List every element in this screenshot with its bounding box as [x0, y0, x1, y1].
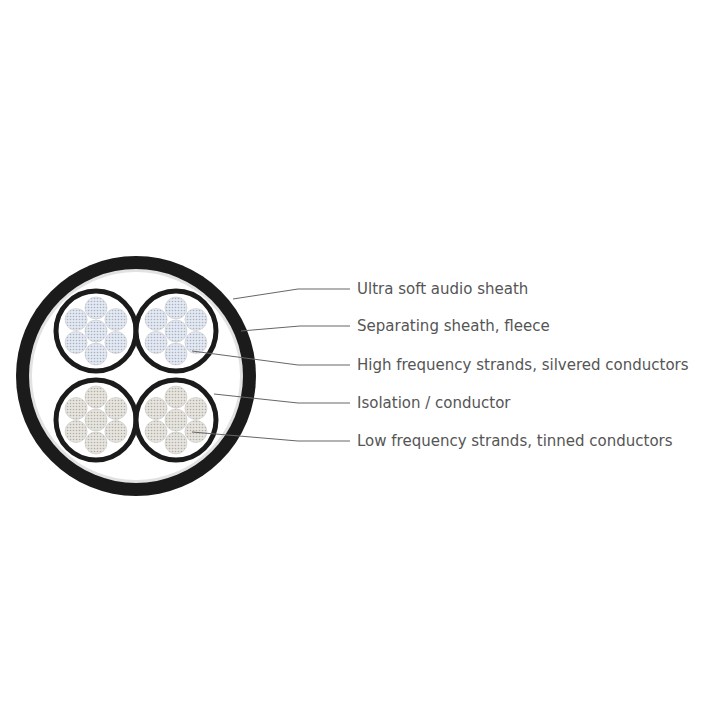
conductor [56, 291, 136, 371]
strand [65, 309, 87, 331]
strand [145, 332, 167, 354]
strand [145, 398, 167, 420]
strand [165, 409, 187, 431]
strand [165, 432, 187, 454]
part-label: Low frequency strands, tinned conductors [357, 432, 673, 450]
strand [85, 409, 107, 431]
part-label: Separating sheath, fleece [357, 317, 550, 335]
isolation [56, 291, 136, 371]
strand [65, 398, 87, 420]
strand [105, 309, 127, 331]
part-label: High frequency strands, silvered conduct… [357, 356, 689, 374]
strand [165, 343, 187, 365]
leader-line [192, 432, 350, 441]
strand [65, 332, 87, 354]
strand [105, 421, 127, 443]
inner-core [32, 272, 240, 480]
strand [105, 398, 127, 420]
part-label: Isolation / conductor [357, 394, 511, 412]
strand [85, 320, 107, 342]
strand [165, 320, 187, 342]
strand [185, 398, 207, 420]
strand [185, 421, 207, 443]
strand [165, 386, 187, 408]
leader-line [241, 326, 350, 331]
conductor [136, 291, 216, 371]
conductors [56, 291, 216, 460]
isolation [136, 380, 216, 460]
leader-line [192, 351, 350, 365]
strand [185, 332, 207, 354]
strand [85, 343, 107, 365]
strand [105, 332, 127, 354]
isolation [136, 291, 216, 371]
strand [165, 297, 187, 319]
leader-line [214, 394, 350, 403]
leader-lines [192, 289, 350, 441]
strand [145, 421, 167, 443]
strand [65, 421, 87, 443]
conductor [56, 380, 136, 460]
leader-line [233, 289, 350, 299]
strand [145, 309, 167, 331]
strand [85, 386, 107, 408]
outer-sheath [16, 256, 256, 496]
isolation [56, 380, 136, 460]
strand [185, 309, 207, 331]
strand [85, 297, 107, 319]
fleece-ring [29, 269, 243, 483]
conductor [136, 380, 216, 460]
part-label: Ultra soft audio sheath [357, 280, 528, 298]
strand [85, 432, 107, 454]
